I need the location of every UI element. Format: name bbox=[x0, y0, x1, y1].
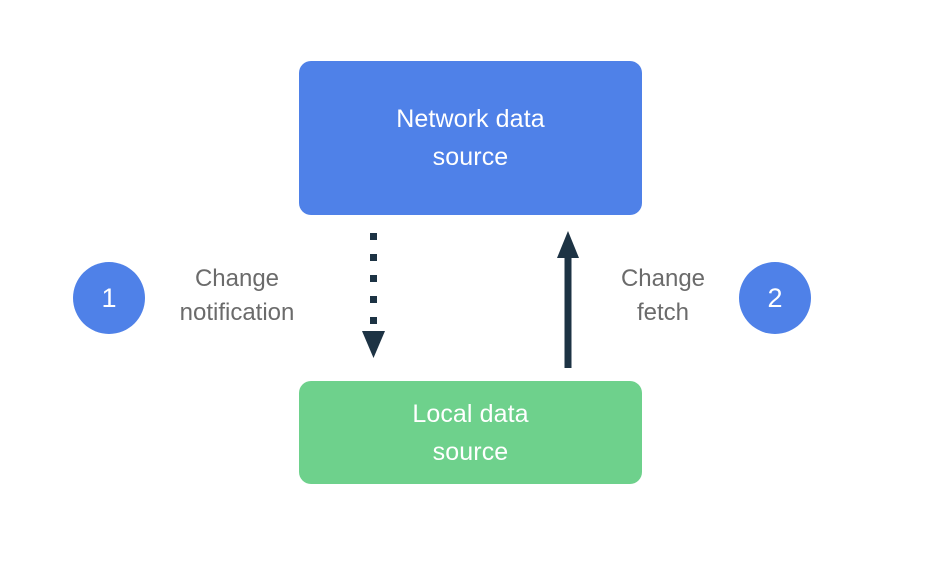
edge-label-change-notification-line2: notification bbox=[179, 299, 295, 326]
node-network-data-source[interactable]: Network data source bbox=[299, 61, 642, 215]
edge-label-change-fetch: Change fetch bbox=[597, 262, 729, 330]
step-badge-2[interactable]: 2 bbox=[739, 262, 811, 334]
node-local-data-source-label-line1: Local data bbox=[412, 399, 529, 428]
step-badge-2-number: 2 bbox=[767, 282, 783, 313]
node-network-data-source-label: Network data source bbox=[396, 100, 545, 176]
edge-label-change-fetch-line1: Change bbox=[620, 265, 706, 292]
node-local-data-source-label-line2: source bbox=[432, 437, 509, 466]
node-network-data-source-label-line1: Network data bbox=[396, 105, 545, 133]
node-local-data-source-label: Local data source bbox=[412, 395, 528, 471]
step-badge-1[interactable]: 1 bbox=[73, 262, 145, 334]
node-local-data-source[interactable]: Local data source bbox=[299, 381, 642, 484]
arrow-down-dotted-icon bbox=[362, 233, 385, 358]
edge-label-change-notification-line1: Change bbox=[194, 265, 280, 292]
edge-label-change-notification: Change notification bbox=[151, 262, 323, 330]
arrow-up-solid-icon bbox=[557, 231, 579, 368]
step-badge-1-number: 1 bbox=[101, 282, 117, 313]
edge-label-change-fetch-line2: fetch bbox=[636, 299, 690, 326]
node-network-data-source-label-line2: source bbox=[432, 143, 509, 171]
